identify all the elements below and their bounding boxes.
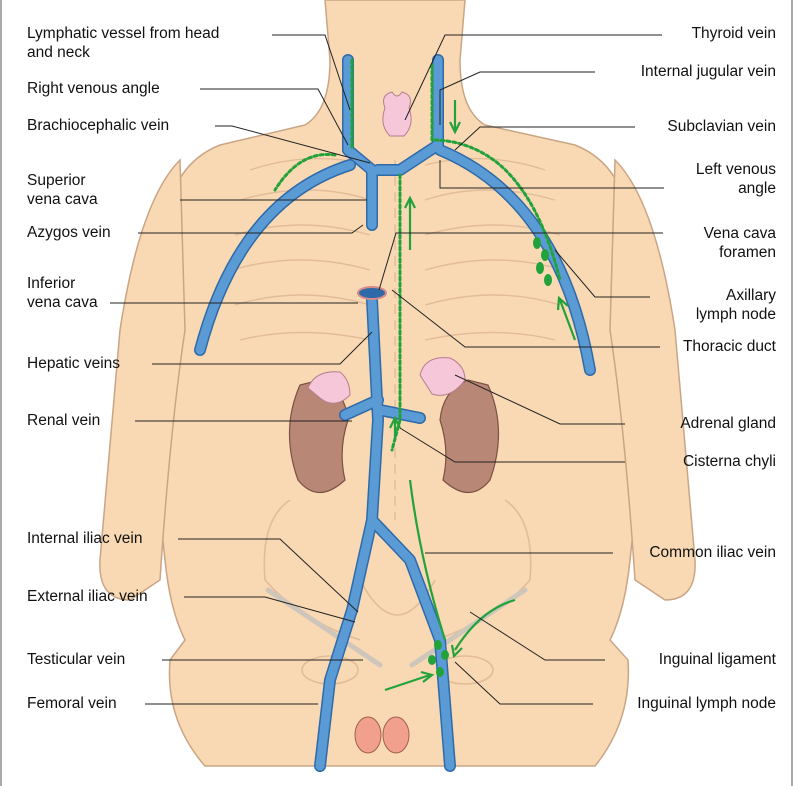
label-left-venous-angle: Left venous angle <box>696 160 776 198</box>
label-thyroid-vein: Thyroid vein <box>692 24 776 43</box>
label-adrenal-gland: Adrenal gland <box>680 414 776 433</box>
label-inguinal-ligament: Inguinal ligament <box>659 650 776 669</box>
label-superior-vena-cava: Superior vena cava <box>27 171 98 209</box>
label-lymphatic-vessel: Lymphatic vessel from head and neck <box>27 24 219 62</box>
label-subclavian-vein: Subclavian vein <box>667 117 776 136</box>
label-axillary-lymph-node: Axillary lymph node <box>696 286 776 324</box>
label-internal-jugular-vein: Internal jugular vein <box>641 62 776 81</box>
label-inferior-vena-cava: Inferior vena cava <box>27 274 98 312</box>
label-renal-vein: Renal vein <box>27 411 100 430</box>
vena-cava-foramen-ring <box>358 287 386 299</box>
thyroid-gland <box>383 92 411 136</box>
label-hepatic-veins: Hepatic veins <box>27 354 120 373</box>
label-azygos-vein: Azygos vein <box>27 223 111 242</box>
label-thoracic-duct: Thoracic duct <box>683 337 776 356</box>
label-inguinal-lymph-node: Inguinal lymph node <box>637 694 776 713</box>
label-testicular-vein: Testicular vein <box>27 650 125 669</box>
label-vena-cava-foramen: Vena cava foramen <box>704 224 776 262</box>
label-brachiocephalic-vein: Brachiocephalic vein <box>27 116 169 135</box>
label-femoral-vein: Femoral vein <box>27 694 117 713</box>
label-cisterna-chyli: Cisterna chyli <box>683 452 776 471</box>
label-common-iliac-vein: Common iliac vein <box>649 543 776 562</box>
label-external-iliac-vein: External iliac vein <box>27 587 148 606</box>
label-internal-iliac-vein: Internal iliac vein <box>27 529 142 548</box>
label-right-venous-angle: Right venous angle <box>27 79 160 98</box>
